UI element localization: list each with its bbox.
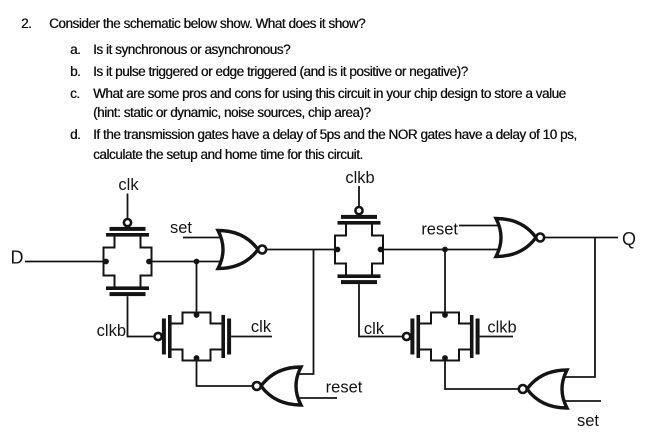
item-letter-a: a.: [70, 41, 81, 57]
nor-gate-2: [251, 365, 303, 407]
transmission-gate-2: [153, 311, 233, 362]
pmos-bubble-tg3: [354, 205, 364, 216]
question-item-b: b. Is it pulse triggered or edge trigger…: [70, 62, 577, 82]
junction-node-a: [193, 258, 200, 265]
item-text-b: Is it pulse triggered or edge triggered …: [93, 63, 468, 79]
label-set-nor1: set: [170, 219, 192, 237]
label-clkb-tg2: clkb: [97, 322, 126, 340]
label-clkb-tg4: clkb: [487, 319, 516, 337]
question-item-d: d. If the transmission gates have a dela…: [70, 125, 577, 164]
question-title-row: 2. Consider the schematic below show. Wh…: [21, 14, 577, 34]
item-text-c-line2: (hint: static or dynamic, noise sources,…: [93, 105, 371, 120]
item-text-d-line2: calculate the setup and home time for th…: [93, 146, 363, 162]
question-block: 2. Consider the schematic below show. Wh…: [21, 14, 577, 164]
item-letter-d: d.: [70, 127, 81, 142]
item-letter-b: b.: [70, 63, 81, 79]
item-text-a: Is it synchronous or asynchronous?: [93, 41, 291, 57]
label-clkb-tg3: clkb: [345, 169, 374, 187]
label-set-nor4: set: [577, 412, 599, 430]
question-title: Consider the schematic below show. What …: [49, 16, 366, 31]
wire-feedback-to-nor2: [297, 249, 315, 375]
question-item-a: a. Is it synchronous or asynchronous?: [70, 40, 577, 60]
nor-gate-1: [216, 228, 268, 271]
pmos-bubble-tg1: [122, 217, 133, 228]
transmission-gate-3: [333, 205, 385, 286]
label-clk-tg1: clk: [118, 176, 139, 194]
question-number: 2.: [21, 16, 32, 31]
transmission-gate-1: [102, 217, 153, 298]
label-reset-nor2: reset: [326, 379, 363, 397]
nor-gate-3: [494, 216, 546, 259]
schematic-labels: D Q clk clkb clk set reset clkb clk clkb…: [11, 169, 637, 430]
wire-tg4-to-nor4-out: [444, 360, 519, 390]
label-q-output: Q: [622, 229, 636, 249]
wire-q-feedback-to-nor4: [563, 237, 596, 378]
question-item-c: c. What are some pros and cons for using…: [70, 84, 577, 123]
pmos-bubble-tg2: [153, 331, 163, 342]
wire-clk-lead-tg3-tg4: [358, 284, 403, 338]
label-clk-tg4: clk: [364, 320, 385, 338]
label-clk-tg2: clk: [251, 318, 272, 336]
label-reset-nor3: reset: [421, 221, 458, 239]
nor-gate-4: [517, 368, 569, 410]
item-text-d-line1: If the transmission gates have a delay o…: [93, 127, 577, 142]
junction-node-b: [442, 246, 448, 253]
item-letter-c: c.: [70, 85, 80, 101]
pmos-bubble-tg4: [401, 331, 412, 342]
transmission-gate-4: [401, 311, 481, 362]
schematic-wires: [25, 186, 618, 402]
label-d-input: D: [11, 248, 24, 268]
wire-tg2-to-nor2-out: [195, 360, 253, 387]
item-text-c-line1: What are some pros and cons for using th…: [93, 85, 566, 101]
wire-clkb-lead-tg1-tg2: [126, 296, 155, 338]
